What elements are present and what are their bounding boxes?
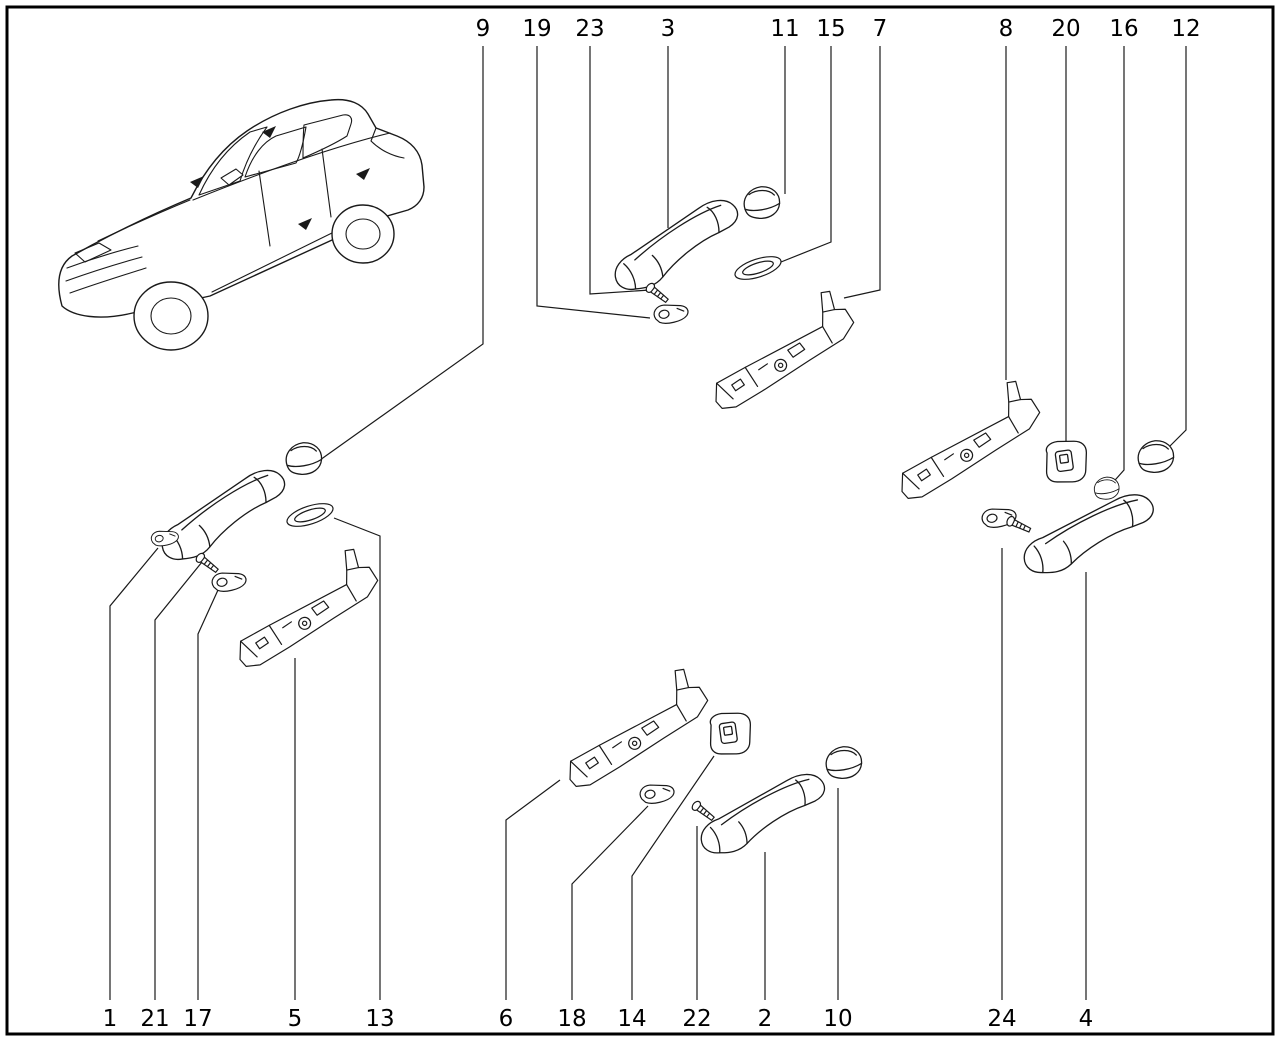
part-13-gasket [283, 498, 337, 532]
car-hood-crease [97, 199, 191, 242]
callout-labels: 9 19 23 3 11 15 7 8 20 16 12 1 21 17 5 1… [103, 16, 1201, 1032]
part-8-base [878, 375, 1054, 504]
part-21-screw [193, 551, 221, 576]
car-headlight [74, 242, 112, 263]
leader-line-15 [775, 46, 832, 265]
part-22-screw [689, 799, 717, 824]
callout-label-14: 14 [617, 1006, 646, 1032]
part-12-end-cap [1135, 437, 1177, 476]
car-grille-line-1 [66, 245, 139, 269]
callout-label-9: 9 [476, 16, 491, 42]
leader-line-12 [1167, 46, 1187, 449]
callout-label-1: 1 [103, 1006, 118, 1032]
callout-label-18: 18 [557, 1006, 586, 1032]
car-beltline [192, 132, 391, 201]
part-11-end-cap [741, 183, 783, 222]
car-front-wheel [133, 281, 209, 351]
part-10-end-cap [823, 743, 865, 782]
handle-marker-arrow-3 [298, 218, 312, 230]
leader-line-14 [631, 755, 715, 1000]
part-24-screw [1004, 514, 1033, 536]
exploded-parts [149, 183, 1177, 865]
car-door-seam-rear [321, 148, 332, 218]
leader-line-21 [154, 561, 203, 1000]
callout-label-7: 7 [873, 16, 888, 42]
callout-label-11: 11 [770, 16, 799, 42]
car-rear-wheel [331, 204, 395, 264]
callout-label-8: 8 [999, 16, 1014, 42]
leader-line-6 [505, 779, 561, 1000]
handle-marker-arrow-2 [262, 126, 276, 138]
leader-lines [109, 46, 1187, 1000]
part-7-base [692, 285, 868, 414]
callout-label-23: 23 [575, 16, 604, 42]
car-mirror [220, 168, 244, 186]
leader-line-16 [1107, 46, 1125, 489]
callout-label-19: 19 [522, 16, 551, 42]
callout-label-20: 20 [1051, 16, 1080, 42]
leader-line-23 [589, 46, 651, 295]
leader-line-17 [197, 589, 219, 1000]
car-front-rim [150, 297, 192, 335]
leader-line-7 [843, 46, 881, 299]
callout-label-15: 15 [816, 16, 845, 42]
car-trunk-line [370, 127, 405, 159]
part-18-clip [637, 779, 677, 807]
handle-marker-arrow-4 [356, 168, 370, 180]
car-windshield [198, 126, 268, 196]
callout-label-24: 24 [987, 1006, 1016, 1032]
callout-label-4: 4 [1079, 1006, 1094, 1032]
car-rear-rim [345, 218, 381, 250]
handle-grip-left [153, 460, 295, 572]
callout-label-17: 17 [183, 1006, 212, 1032]
part-2-handle-grip [693, 765, 833, 865]
part-3-handle-grip [606, 190, 748, 302]
callout-label-5: 5 [288, 1006, 303, 1032]
callout-label-2: 2 [758, 1006, 773, 1032]
car-grille-line-2 [65, 256, 143, 282]
callout-label-3: 3 [661, 16, 676, 42]
callout-label-16: 16 [1109, 16, 1138, 42]
leader-line-1 [109, 547, 159, 1000]
car-illustration [58, 98, 425, 351]
part-19-clip [651, 299, 691, 327]
car-grille-line-3 [69, 267, 147, 294]
car-rear-window [302, 114, 353, 159]
part-5-base [216, 543, 392, 672]
part-9-end-cap [283, 439, 325, 478]
callout-label-6: 6 [499, 1006, 514, 1032]
callout-label-10: 10 [823, 1006, 852, 1032]
part-6-base [546, 663, 722, 792]
part-14-key-gasket [705, 709, 755, 759]
leader-line-18 [571, 805, 649, 1000]
part-20-key-gasket [1041, 437, 1091, 487]
car-sill-line [211, 230, 337, 293]
part-4-handle-grip [1016, 485, 1162, 584]
handle-marker-arrow-1 [190, 176, 204, 188]
callout-label-12: 12 [1171, 16, 1200, 42]
part-23-screw [643, 281, 671, 306]
leader-line-19 [536, 46, 651, 319]
callout-label-21: 21 [140, 1006, 169, 1032]
leader-line-9 [319, 46, 484, 461]
car-front-window [244, 126, 307, 178]
car-door-seam-front [258, 170, 271, 247]
part-15-gasket [731, 251, 785, 285]
callout-label-22: 22 [682, 1006, 711, 1032]
page-border [5, 5, 1275, 1036]
callout-label-13: 13 [365, 1006, 394, 1032]
leader-line-13 [333, 517, 381, 1000]
